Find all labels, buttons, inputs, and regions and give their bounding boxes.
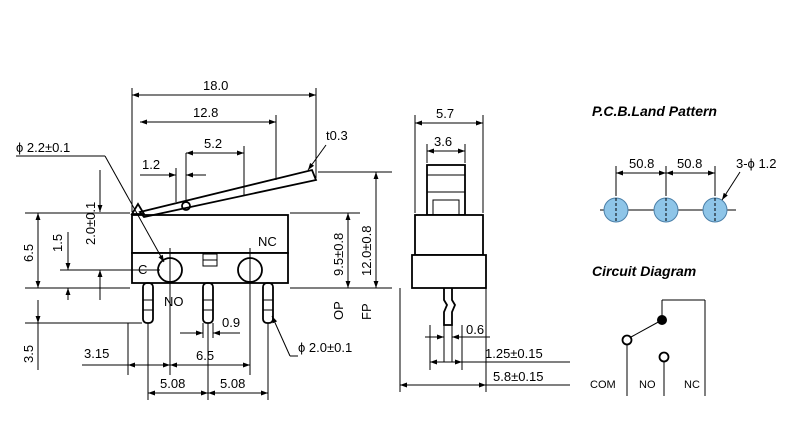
dim-hole-height: 1.5 [50, 234, 65, 252]
switch-base [131, 252, 289, 284]
side-view: 5.7 3.6 0.6 1.25±0.15 5.8±0.15 [399, 106, 570, 392]
circuit-no-label: NO [639, 379, 656, 391]
dim-pin-pitch-1: 5.08 [160, 376, 185, 391]
lever-tip [130, 202, 146, 215]
dim-pin-hole: ϕ 2.0±0.1 [298, 340, 352, 355]
dim-pin-pitch-2: 5.08 [220, 376, 245, 391]
dim-pcb-holes: 3-ϕ 1.2 [736, 156, 777, 171]
side-body [414, 214, 484, 256]
label-no: NO [164, 294, 184, 309]
dim-pin-gap: 0.9 [222, 315, 240, 330]
front-view: C NC NO 18.0 12.8 5.2 1.2 t0.3 ϕ 2.2±0.1… [16, 78, 392, 400]
side-base [411, 254, 487, 289]
dim-plunger-width: 3.6 [434, 134, 452, 149]
dim-lever-thickness: t0.3 [326, 128, 348, 143]
dim-mount-hole: ϕ 2.2±0.1 [16, 140, 70, 155]
dim-side-width: 5.7 [436, 106, 454, 121]
label-nc: NC [258, 234, 277, 249]
dim-lever-length: 12.8 [193, 105, 218, 120]
dim-hole-pitch: 6.5 [196, 348, 214, 363]
circuit-nc-label: NC [684, 379, 700, 391]
circuit-title: Circuit Diagram [592, 263, 696, 279]
dim-pcb-pitch-2: 50.8 [677, 156, 702, 171]
terminal-com [621, 334, 633, 346]
pin-c [142, 282, 154, 324]
dim-pin-thickness: 0.6 [466, 322, 484, 337]
terminal-no [658, 351, 670, 363]
dim-body-width: 5.8±0.15 [493, 369, 544, 384]
dim-pcb-pitch-1: 50.8 [629, 156, 654, 171]
dim-hole-offset: 2.0±0.1 [83, 202, 98, 245]
dim-tip-offset: 1.2 [142, 157, 160, 172]
pin-no [202, 282, 214, 324]
dim-pivot-offset: 5.2 [204, 136, 222, 151]
circuit-com-label: COM [590, 379, 616, 391]
circuit-diagram: Circuit Diagram COM NO NC [590, 263, 706, 396]
dim-fp-position: 12.0±0.8 [359, 225, 374, 276]
actuator-lever [138, 168, 318, 218]
side-pin [443, 288, 457, 326]
dim-op-position: 9.5±0.8 [331, 233, 346, 276]
switch-body [131, 214, 289, 254]
label-fp: FP [359, 303, 374, 320]
pcb-land-pattern: P.C.B.Land Pattern 50.8 50.8 3-ϕ 1.2 [592, 103, 777, 223]
dim-pin-width: 1.25±0.15 [485, 346, 543, 361]
dim-left-offset: 3.15 [84, 346, 109, 361]
pin-nc [262, 282, 274, 324]
dim-pin-length: 3.5 [21, 345, 36, 363]
pcb-title: P.C.B.Land Pattern [592, 103, 717, 119]
dim-height: 6.5 [21, 244, 36, 262]
label-op: OP [331, 301, 346, 320]
dim-overall-length: 18.0 [203, 78, 228, 93]
